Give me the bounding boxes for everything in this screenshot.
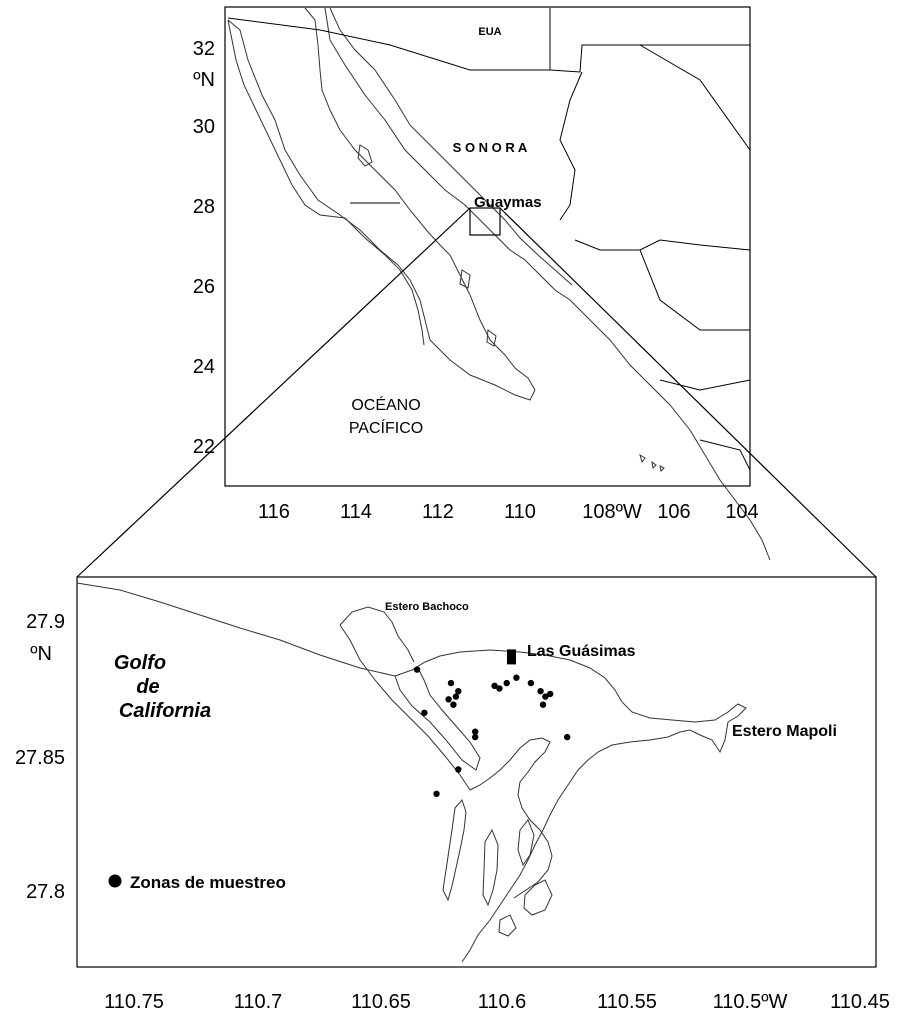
detail-map: 27.9 ºN 27.85 27.8 110.75 110.7 110.65 1… bbox=[15, 576, 890, 1013]
sonora-chihuahua-border bbox=[549, 8, 583, 221]
peninsula-west-coast bbox=[227, 19, 425, 346]
regional-lon-label: 116 bbox=[258, 501, 290, 523]
sampling-point bbox=[455, 766, 462, 773]
sampling-point bbox=[503, 679, 510, 687]
revillagigedo-islands bbox=[639, 453, 665, 473]
ocean-label-line2: PACÍFICO bbox=[349, 418, 423, 437]
sampling-point bbox=[450, 701, 457, 708]
inset-connector-right bbox=[499, 207, 877, 578]
mexico-states-borders bbox=[574, 44, 751, 471]
sampling-point bbox=[527, 679, 535, 687]
baja-california-peninsula-coast bbox=[227, 7, 536, 401]
regional-lon-label: 114 bbox=[340, 501, 372, 523]
sampling-point bbox=[472, 728, 479, 735]
sampling-point bbox=[496, 685, 503, 692]
city-label: Guaymas bbox=[474, 194, 542, 211]
gulf-islands bbox=[357, 144, 497, 347]
mainland-east-coast bbox=[329, 7, 573, 286]
sampling-point bbox=[513, 674, 520, 681]
detail-lat-label: 27.85 bbox=[15, 747, 65, 769]
sampling-points bbox=[413, 666, 571, 797]
las-guasimas-label: Las Guásimas bbox=[527, 643, 636, 660]
detail-lon-label: 110.55 bbox=[597, 991, 657, 1013]
sampling-point bbox=[433, 790, 440, 797]
sonora-sinaloa-coast bbox=[324, 7, 771, 561]
sampling-point bbox=[413, 666, 421, 673]
regional-lat-unit: ºN bbox=[193, 69, 215, 91]
gulf-label-line1: Golfo bbox=[114, 652, 166, 674]
sampling-point bbox=[472, 733, 479, 741]
inset-connector-left bbox=[76, 207, 471, 578]
sampling-point bbox=[491, 682, 498, 689]
detail-map-frame bbox=[76, 576, 877, 968]
regional-lon-label: 110 bbox=[504, 501, 536, 523]
sampling-point bbox=[542, 693, 549, 700]
regional-lon-label: 106 bbox=[657, 501, 690, 523]
sampling-point bbox=[452, 693, 460, 700]
regional-lat-label: 30 bbox=[193, 116, 215, 138]
estero-bachoco-channel bbox=[339, 606, 481, 791]
sampling-point bbox=[539, 701, 547, 708]
detail-inset-box bbox=[469, 207, 501, 236]
detail-lat-unit: ºN bbox=[30, 643, 52, 665]
detail-lon-label: 110.65 bbox=[351, 991, 411, 1013]
regional-map-frame bbox=[224, 6, 751, 487]
sampling-point bbox=[564, 733, 571, 741]
detail-lat-label: 27.9 bbox=[26, 611, 65, 633]
regional-lat-label: 32 bbox=[193, 38, 215, 60]
state-label: S O N O R A bbox=[453, 140, 528, 155]
regional-lon-label: 108ºW bbox=[582, 501, 642, 523]
sampling-point bbox=[421, 709, 428, 716]
lagoon-islands bbox=[442, 799, 553, 937]
regional-lat-label: 22 bbox=[193, 436, 215, 458]
sampling-point bbox=[547, 690, 554, 698]
detail-lat-label: 27.8 bbox=[26, 881, 65, 903]
detail-lon-label: 110.6 bbox=[478, 991, 527, 1013]
detail-lon-label: 110.5ºW bbox=[713, 991, 788, 1013]
detail-lon-label: 110.75 bbox=[104, 991, 164, 1013]
regional-lon-label: 112 bbox=[422, 501, 454, 523]
sampling-point bbox=[537, 688, 544, 695]
legend-label: Zonas de muestreo bbox=[130, 873, 286, 892]
regional-lon-label: 104 bbox=[725, 501, 758, 523]
gulf-label-line2: de bbox=[136, 676, 159, 698]
regional-lat-label: 24 bbox=[193, 356, 215, 378]
estero-bachoco-label: Estero Bachoco bbox=[385, 601, 469, 613]
lagoon-inner-shore bbox=[469, 737, 553, 899]
regional-map: 32 ºN 30 28 26 24 22 116 114 112 110 108… bbox=[193, 6, 771, 561]
gulf-label-line3: California bbox=[119, 700, 211, 722]
sampling-point bbox=[445, 696, 452, 703]
village-marker bbox=[507, 649, 516, 665]
detail-lon-label: 110.7 bbox=[234, 991, 283, 1013]
legend-marker bbox=[108, 874, 122, 888]
ocean-label-line1: OCÉANO bbox=[351, 395, 420, 414]
estero-mapoli-label: Estero Mapoli bbox=[732, 723, 837, 740]
detail-lon-label: 110.45 bbox=[830, 991, 890, 1013]
regional-lat-label: 26 bbox=[193, 276, 215, 298]
mainland-coastline bbox=[76, 582, 747, 963]
country-label: EUA bbox=[478, 26, 501, 38]
sampling-point bbox=[447, 679, 455, 687]
sampling-point bbox=[455, 688, 462, 695]
regional-lat-label: 28 bbox=[193, 196, 215, 218]
